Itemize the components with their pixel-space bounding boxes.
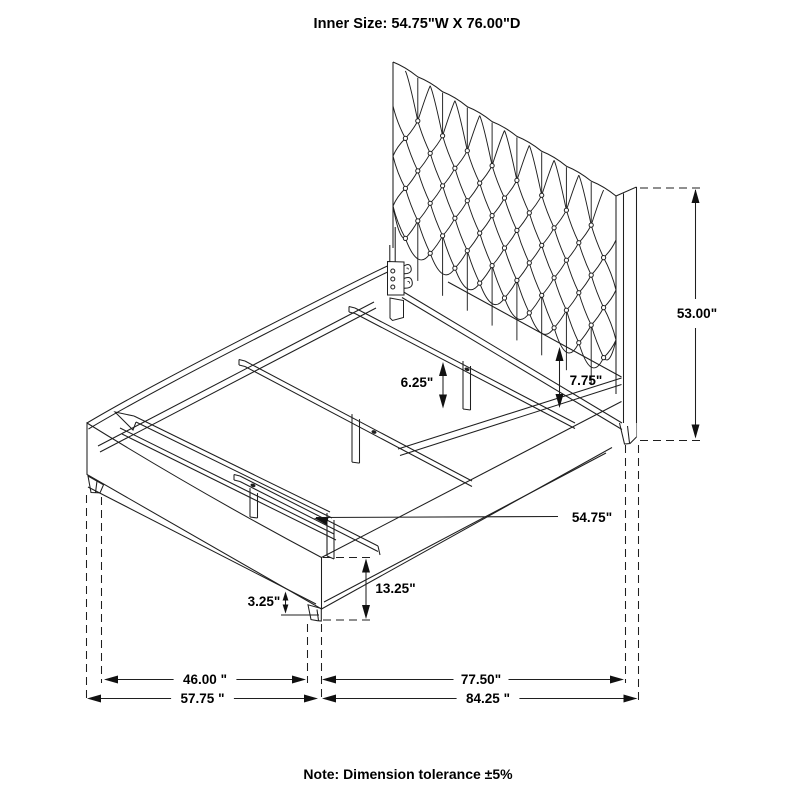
svg-text:54.75": 54.75": [572, 510, 612, 525]
svg-text:7.75": 7.75": [570, 373, 603, 388]
svg-text:46.00 ": 46.00 ": [183, 672, 227, 687]
svg-text:57.75 ": 57.75 ": [181, 691, 225, 706]
svg-text:84.25 ": 84.25 ": [466, 691, 510, 706]
svg-text:3.25": 3.25": [248, 594, 281, 609]
svg-text:Note: Dimension tolerance ±5%: Note: Dimension tolerance ±5%: [303, 766, 513, 782]
svg-text:13.25": 13.25": [375, 581, 415, 596]
svg-text:Inner Size: 54.75"W X 76.00"D: Inner Size: 54.75"W X 76.00"D: [314, 16, 521, 32]
svg-text:77.50": 77.50": [461, 672, 501, 687]
svg-text:53.00": 53.00": [677, 306, 717, 321]
svg-text:6.25": 6.25": [401, 375, 434, 390]
